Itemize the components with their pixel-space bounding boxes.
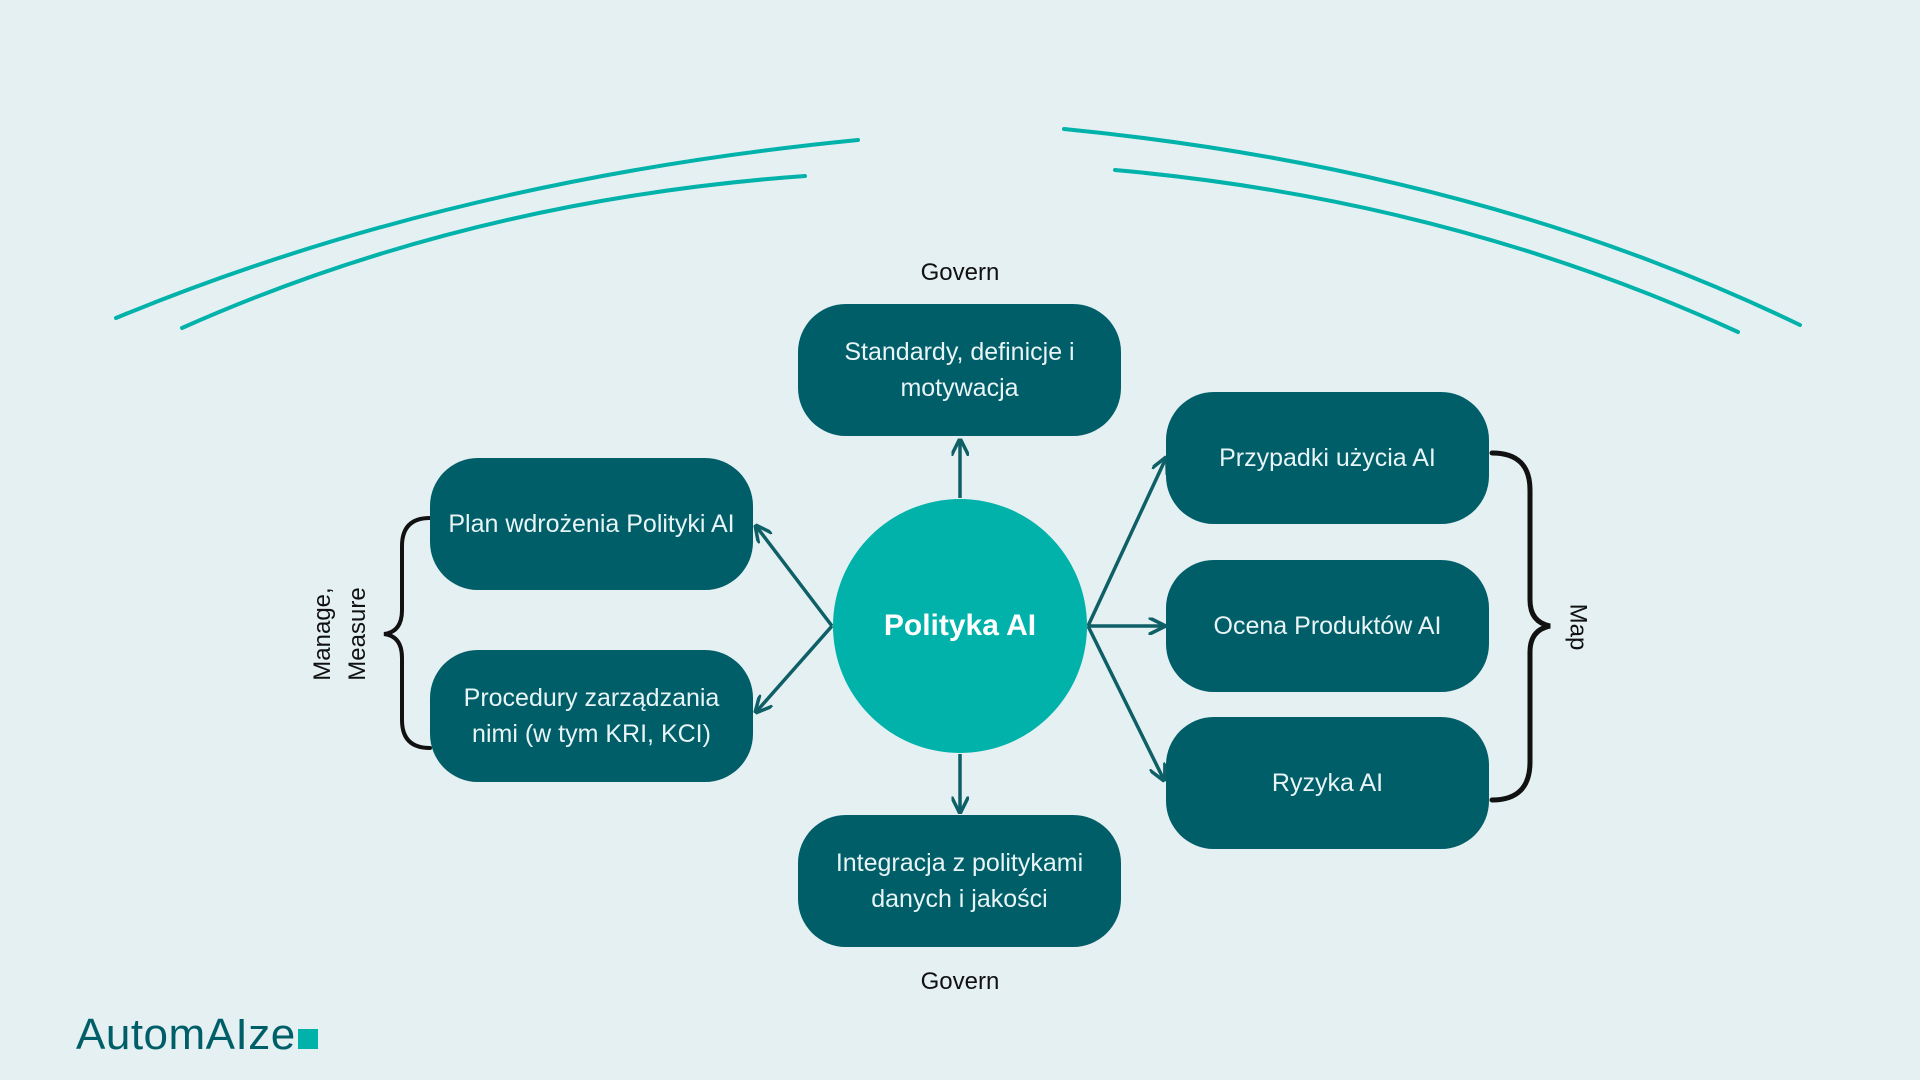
node-integration-label: Integracja z politykami danych i jakości — [835, 849, 1084, 913]
node-plan: Plan wdrożenia Polityki AI — [430, 458, 753, 590]
arc-left-inner — [180, 174, 807, 330]
govern-label-bottom: Govern — [920, 968, 1000, 995]
node-evaluation: Ocena Produktów AI — [1166, 560, 1489, 692]
arrow-to-procedures — [756, 624, 834, 712]
map-label: Map — [1564, 603, 1592, 651]
node-plan-label: Plan wdrożenia Polityki AI — [448, 510, 735, 538]
node-risks: Ryzyka AI — [1166, 717, 1489, 849]
node-integration: Integracja z politykami danych i jakości — [798, 815, 1121, 947]
arrow-to-use-cases — [1086, 458, 1166, 627]
brace-right — [1489, 450, 1551, 803]
center-node-label: Polityka AI — [883, 609, 1037, 642]
manage-label-line2: Measure — [344, 587, 371, 681]
govern-label-top: Govern — [920, 259, 1000, 286]
arc-left-outer — [114, 138, 860, 320]
decorative-arcs — [114, 127, 1802, 334]
arrow-to-plan — [756, 526, 834, 628]
node-procedures: Procedury zarządzania nimi (w tym KRI, K… — [430, 650, 753, 782]
node-procedures-label: Procedury zarządzania nimi (w tym KRI, K… — [463, 684, 720, 748]
arc-right-inner — [1113, 168, 1740, 334]
node-risks-label: Ryzyka AI — [1271, 769, 1384, 797]
brand-logo-square-icon — [297, 1029, 318, 1049]
center-node: Polityka AI — [833, 499, 1087, 753]
node-use-cases: Przypadki użycia AI — [1166, 392, 1489, 524]
node-standards: Standardy, definicje i motywacja — [798, 304, 1121, 436]
brand-logo-text: AutomAIze — [76, 1010, 296, 1059]
manage-label-line1: Manage, — [309, 587, 336, 681]
manage-measure-label: Manage, Measure — [305, 587, 375, 680]
brace-left — [383, 516, 432, 750]
arrow-to-risks — [1086, 625, 1164, 780]
node-use-cases-label: Przypadki użycia AI — [1219, 444, 1436, 472]
brand-logo: AutomAIze — [76, 1010, 318, 1060]
arc-right-outer — [1062, 127, 1802, 327]
node-standards-label: Standardy, definicje i motywacja — [844, 338, 1075, 402]
node-evaluation-label: Ocena Produktów AI — [1213, 612, 1442, 640]
